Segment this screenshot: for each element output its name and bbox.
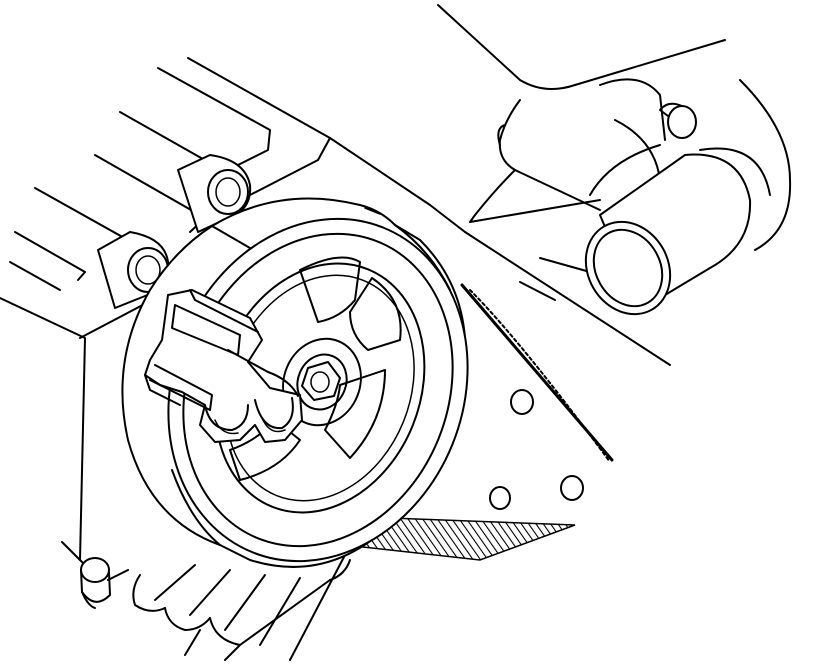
spoke-window-top (299, 256, 361, 323)
upper-housing (437, 4, 792, 251)
pulley-holder-tool (144, 289, 303, 443)
timing-belt (460, 283, 614, 463)
spoke-window-right (349, 277, 402, 351)
crankshaft-pulley (121, 197, 469, 568)
lower-ribs (132, 554, 351, 661)
spoke-window-lower-right (324, 369, 386, 459)
mounting-bolts (489, 389, 584, 510)
outlet-tube (584, 144, 771, 316)
lower-left-stud (61, 541, 129, 609)
